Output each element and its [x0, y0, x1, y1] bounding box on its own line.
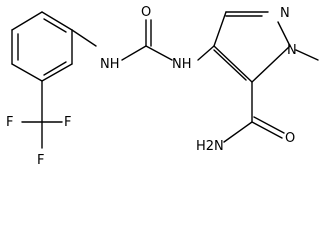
urea-oxygen-label: O: [141, 5, 151, 20]
urea-nh-right-label: NH: [172, 57, 192, 72]
amide-nh2-label: H2N: [196, 139, 224, 154]
fluorine-right-label: F: [64, 115, 71, 130]
molecule-diagram: N N O NH NH O H2N F F F: [6, 5, 319, 168]
bonds: [11, 11, 319, 149]
amide-oxygen-label: O: [285, 131, 295, 146]
fluorine-left-label: F: [6, 115, 13, 130]
pyrazole-n-methyl-label: N: [287, 43, 297, 58]
urea-nh-left-label: NH: [100, 57, 120, 72]
fluorine-bottom-label: F: [37, 153, 44, 168]
pyrazole-n-label: N: [280, 6, 290, 21]
structure-svg: N N O NH NH O H2N F F F: [6, 5, 319, 168]
